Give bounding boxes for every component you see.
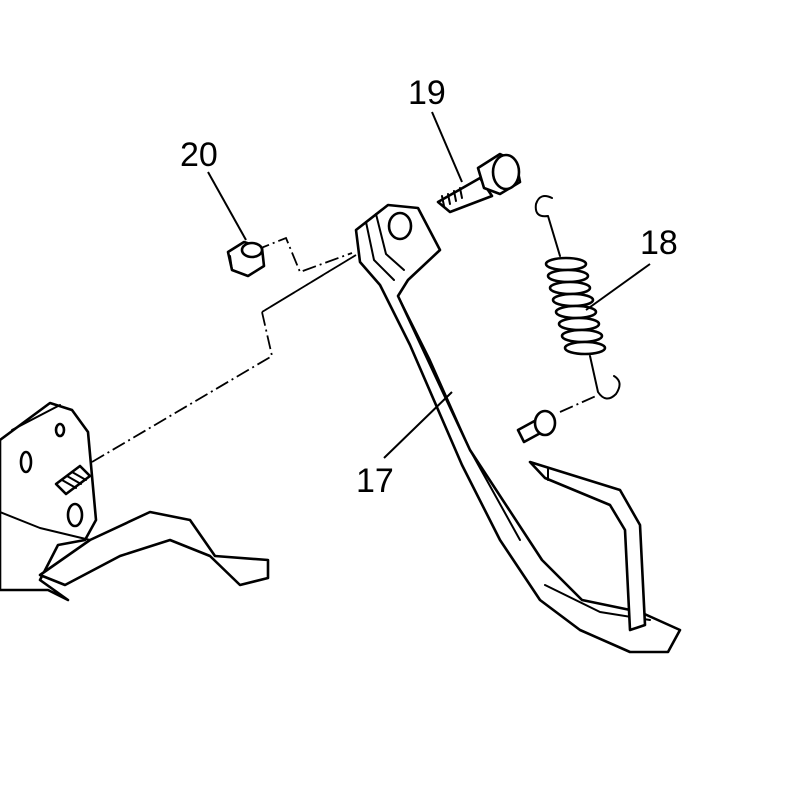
callout-17: 17 bbox=[356, 462, 394, 500]
pivot-pin bbox=[54, 464, 92, 496]
nut-axis-line bbox=[255, 236, 353, 274]
spring-part-18 bbox=[534, 195, 621, 400]
callout-19: 19 bbox=[408, 74, 446, 112]
callout-18: 18 bbox=[640, 224, 678, 262]
side-stand-part-17 bbox=[354, 203, 682, 654]
leader-lines bbox=[207, 111, 651, 459]
bolt-part-19 bbox=[436, 152, 522, 214]
nut-part-20 bbox=[226, 240, 266, 278]
assembly-axis-line bbox=[91, 254, 357, 463]
frame-bracket bbox=[0, 401, 270, 602]
spring-hook-pin bbox=[516, 409, 557, 444]
callout-20: 20 bbox=[180, 136, 218, 174]
callout-labels: 20 19 18 17 bbox=[180, 74, 678, 500]
spring-axis-line bbox=[559, 395, 597, 413]
